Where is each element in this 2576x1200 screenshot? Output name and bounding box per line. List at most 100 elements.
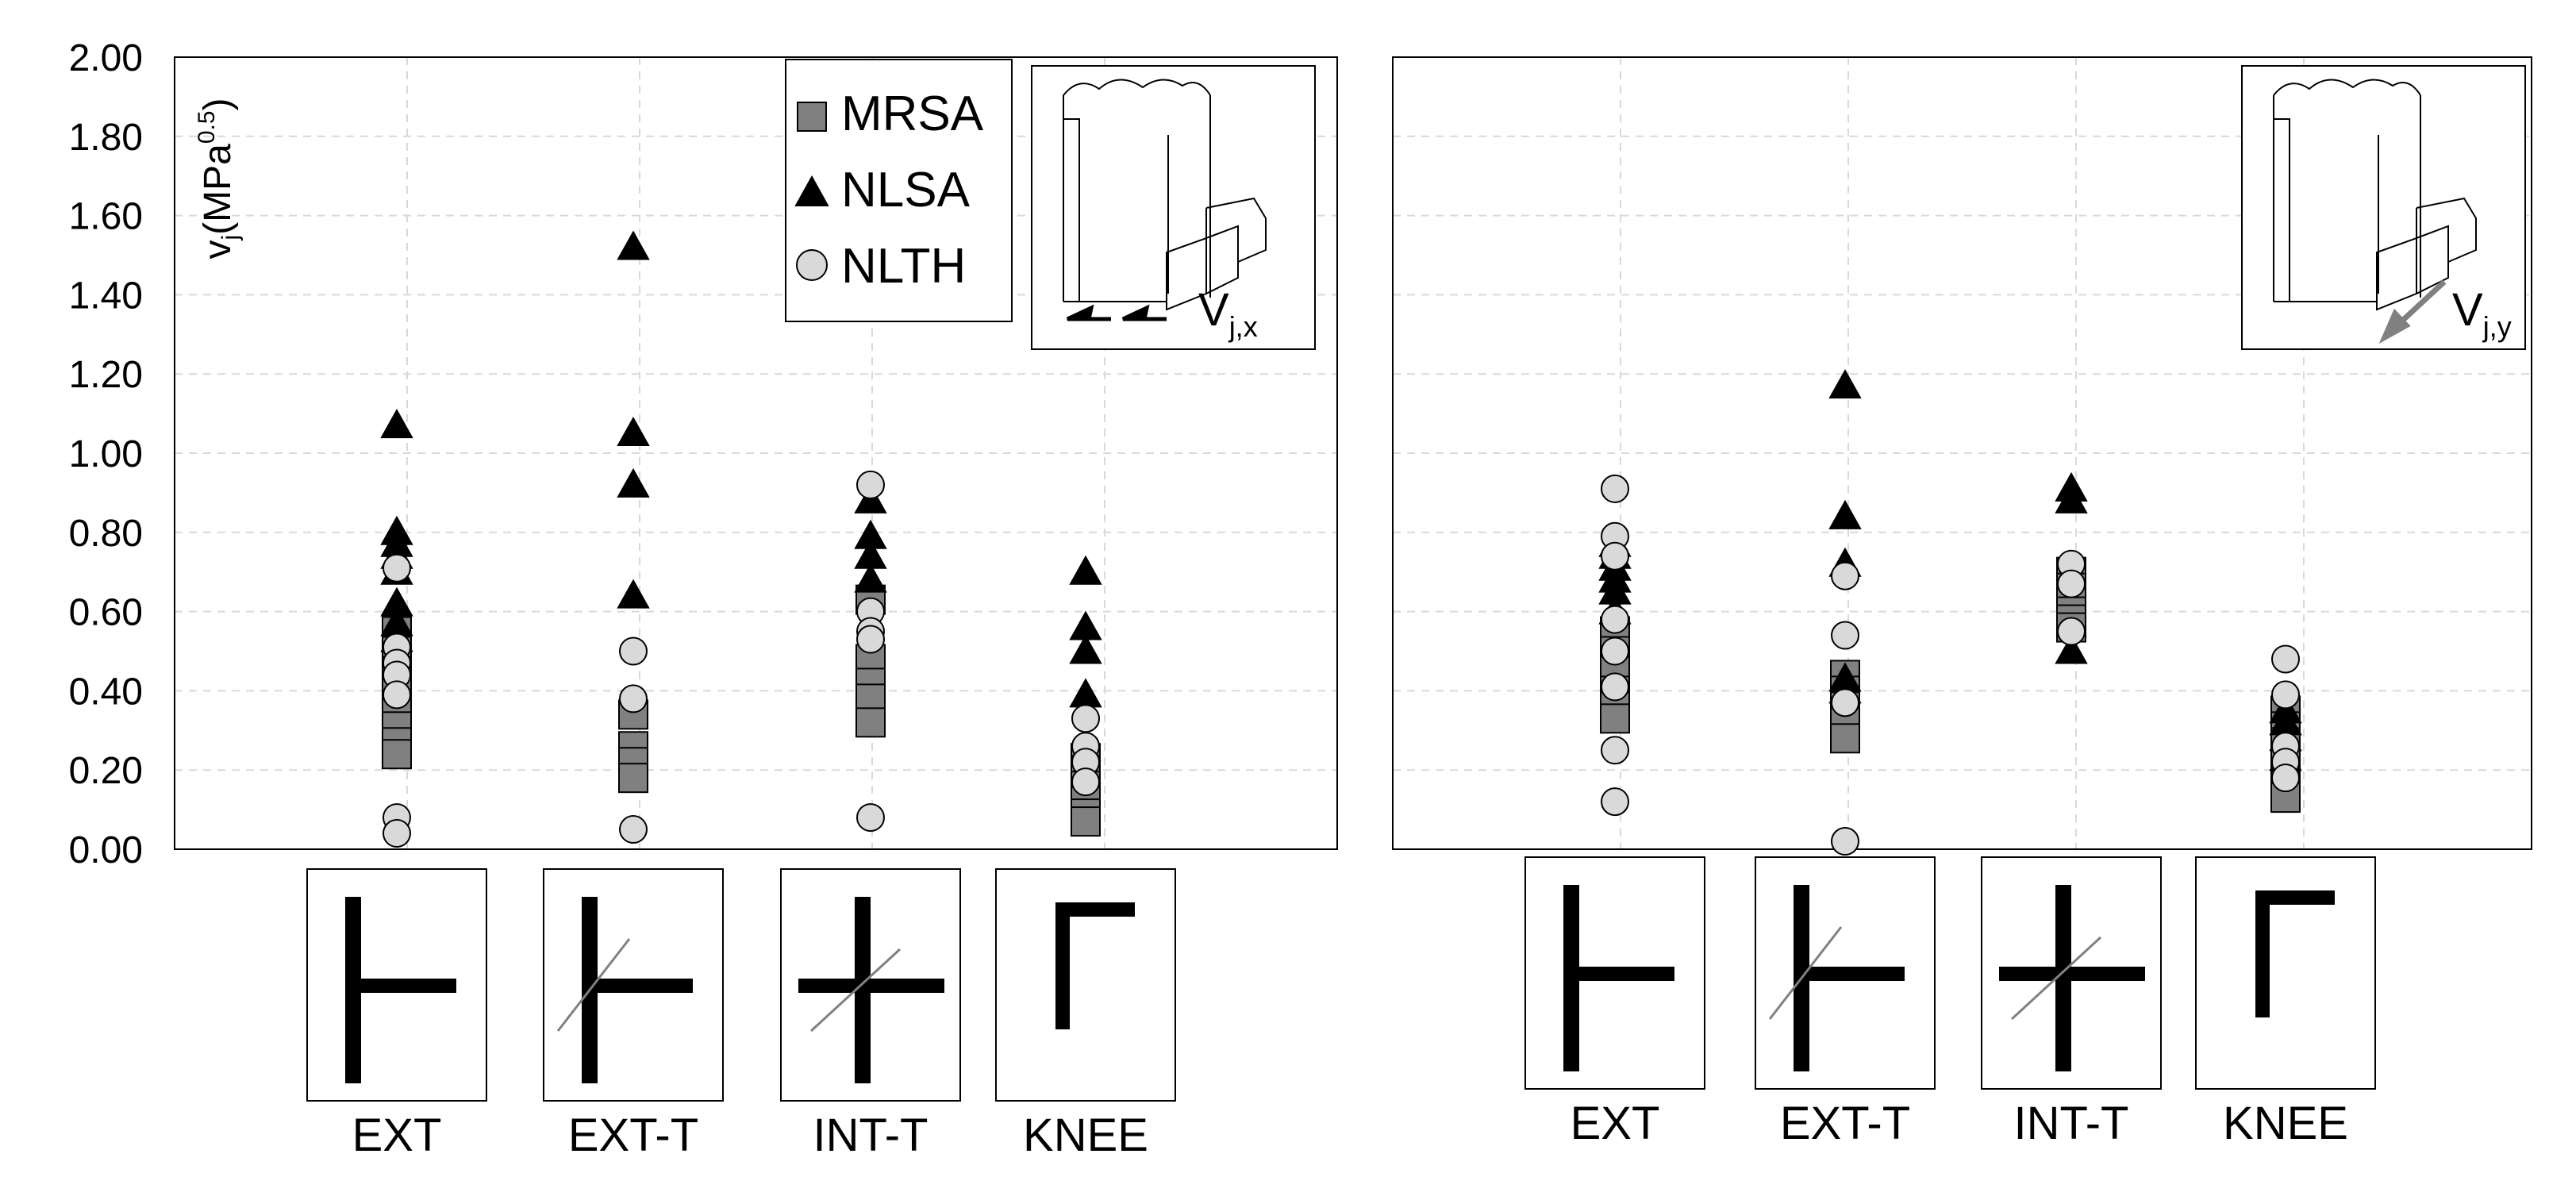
point-nlth [1831, 561, 1859, 590]
point-nlth [1831, 688, 1859, 717]
joint-icon-beam [1999, 967, 2145, 981]
y-tick-label: 0.20 [69, 750, 143, 792]
joint-icon-beam [1801, 967, 1905, 981]
y-axis-label-sup: 0.5 [194, 110, 220, 144]
point-nlth [2271, 644, 2300, 674]
y-axis-label-main: v [197, 240, 239, 260]
arrow-head-2 [1121, 304, 1150, 321]
point-nlth [2271, 680, 2300, 710]
joint-icon-beam [590, 979, 693, 993]
y-axis-label-close: ) [197, 98, 239, 110]
inset-force-label: Vj,y [2452, 284, 2512, 343]
point-mrsa [618, 763, 648, 794]
point-nlth [2057, 617, 2086, 646]
joint-icon-beam [798, 979, 944, 993]
inset-joint-sketch-y: Vj,y [2241, 65, 2526, 350]
point-nlsa [617, 417, 650, 447]
point-mrsa [1830, 723, 1860, 754]
inset-force-main: V [1198, 284, 1229, 336]
inset-force-main: V [2452, 284, 2483, 336]
point-nlth [1601, 541, 1629, 571]
point-nlth [1601, 637, 1629, 666]
y-tick-label: 0.40 [69, 671, 143, 713]
point-mrsa [1600, 703, 1630, 734]
point-nlth [383, 553, 411, 583]
legend-marker-nlsa [794, 175, 829, 206]
category-label: EXT-T [1780, 1098, 1910, 1149]
y-tick-label: 2.00 [69, 37, 143, 79]
joint-icon-transverse-beam [1768, 926, 1843, 1020]
joint-icon-beam [353, 979, 456, 993]
legend-label-nlsa: NLSA [841, 163, 971, 217]
y-tick-label: 1.20 [69, 354, 143, 396]
shear-arrows-x [1066, 304, 1167, 321]
shear-arrows-y [2378, 279, 2447, 344]
joint-icon-column [2255, 890, 2270, 1017]
point-nlsa [2055, 483, 2088, 513]
y-axis-label-sub: j [217, 235, 244, 241]
sketch-beam-upper [1205, 197, 1267, 263]
joint-icon-transverse-beam [809, 948, 902, 1033]
joint-sketch-drawing [1063, 79, 1267, 311]
inset-force-sub: j,x [1228, 310, 1258, 343]
y-tick-label: 1.80 [69, 117, 143, 159]
point-nlth [1601, 474, 1629, 503]
point-nlsa [2055, 634, 2088, 664]
category-label: EXT-T [568, 1110, 698, 1161]
point-nlsa [617, 467, 650, 498]
joint-icon-beam [1571, 967, 1674, 981]
point-mrsa [1071, 806, 1101, 837]
data-points [1598, 369, 2302, 856]
arrow-head-1 [1066, 304, 1094, 321]
sketch-top-edge [1063, 79, 1211, 96]
point-nlth [1601, 736, 1629, 765]
category-label: INT-T [2014, 1098, 2129, 1149]
point-nlth [619, 684, 648, 713]
point-nlsa [1828, 369, 1862, 399]
point-mrsa [855, 707, 886, 738]
point-nlsa [1828, 499, 1862, 529]
joint-sketch-drawing [2273, 79, 2477, 311]
y-tick-label: 1.60 [69, 196, 143, 238]
inset-force-label: Vj,x [1198, 284, 1258, 343]
category-label: INT-T [813, 1110, 929, 1161]
point-nlth [856, 625, 885, 654]
category-label: EXT [1571, 1098, 1660, 1149]
point-nlsa [854, 563, 887, 593]
inset-force-sub: j,y [2482, 310, 2512, 343]
point-nlsa [380, 409, 413, 439]
joint-icon-column [1055, 902, 1070, 1029]
y-tick-label: 0.60 [69, 592, 143, 634]
sketch-beam-upper [2416, 197, 2477, 263]
point-nlth [856, 803, 885, 833]
point-nlth [619, 815, 648, 844]
sketch-column-face [2274, 118, 2379, 302]
point-nlth [2057, 569, 2086, 598]
category-label: KNEE [2223, 1098, 2348, 1149]
point-nlth [1831, 827, 1859, 856]
y-axis-label-unit: (MPa [197, 144, 239, 235]
joint-type-icons: EXT EXT-T INT-T KNEE [306, 868, 1176, 1161]
point-nlth [1601, 672, 1629, 702]
arrow-head-1 [2378, 308, 2411, 344]
category-label: EXT [352, 1110, 442, 1161]
y-axis-label: vj(MPa0.5) [194, 98, 244, 259]
category-label: KNEE [1023, 1110, 1148, 1161]
sketch-column [1063, 95, 1211, 302]
sketch-column [2273, 95, 2421, 302]
point-nlsa [1069, 634, 1102, 664]
data-points [380, 230, 1102, 848]
point-nlth [1601, 605, 1629, 634]
point-mrsa [382, 739, 412, 770]
y-tick-label: 1.40 [69, 275, 143, 317]
point-nlth [1071, 767, 1100, 797]
sketch-beam [1166, 225, 1239, 311]
point-nlsa [1069, 678, 1102, 708]
point-nlsa [1069, 555, 1102, 585]
joint-icon-transverse-beam [556, 938, 631, 1032]
joint-type-icons: EXT EXT-T INT-T KNEE [1524, 856, 2376, 1149]
sketch-beam [2376, 225, 2449, 311]
point-nlsa [617, 230, 650, 260]
legend-marker-nlth [796, 249, 828, 281]
